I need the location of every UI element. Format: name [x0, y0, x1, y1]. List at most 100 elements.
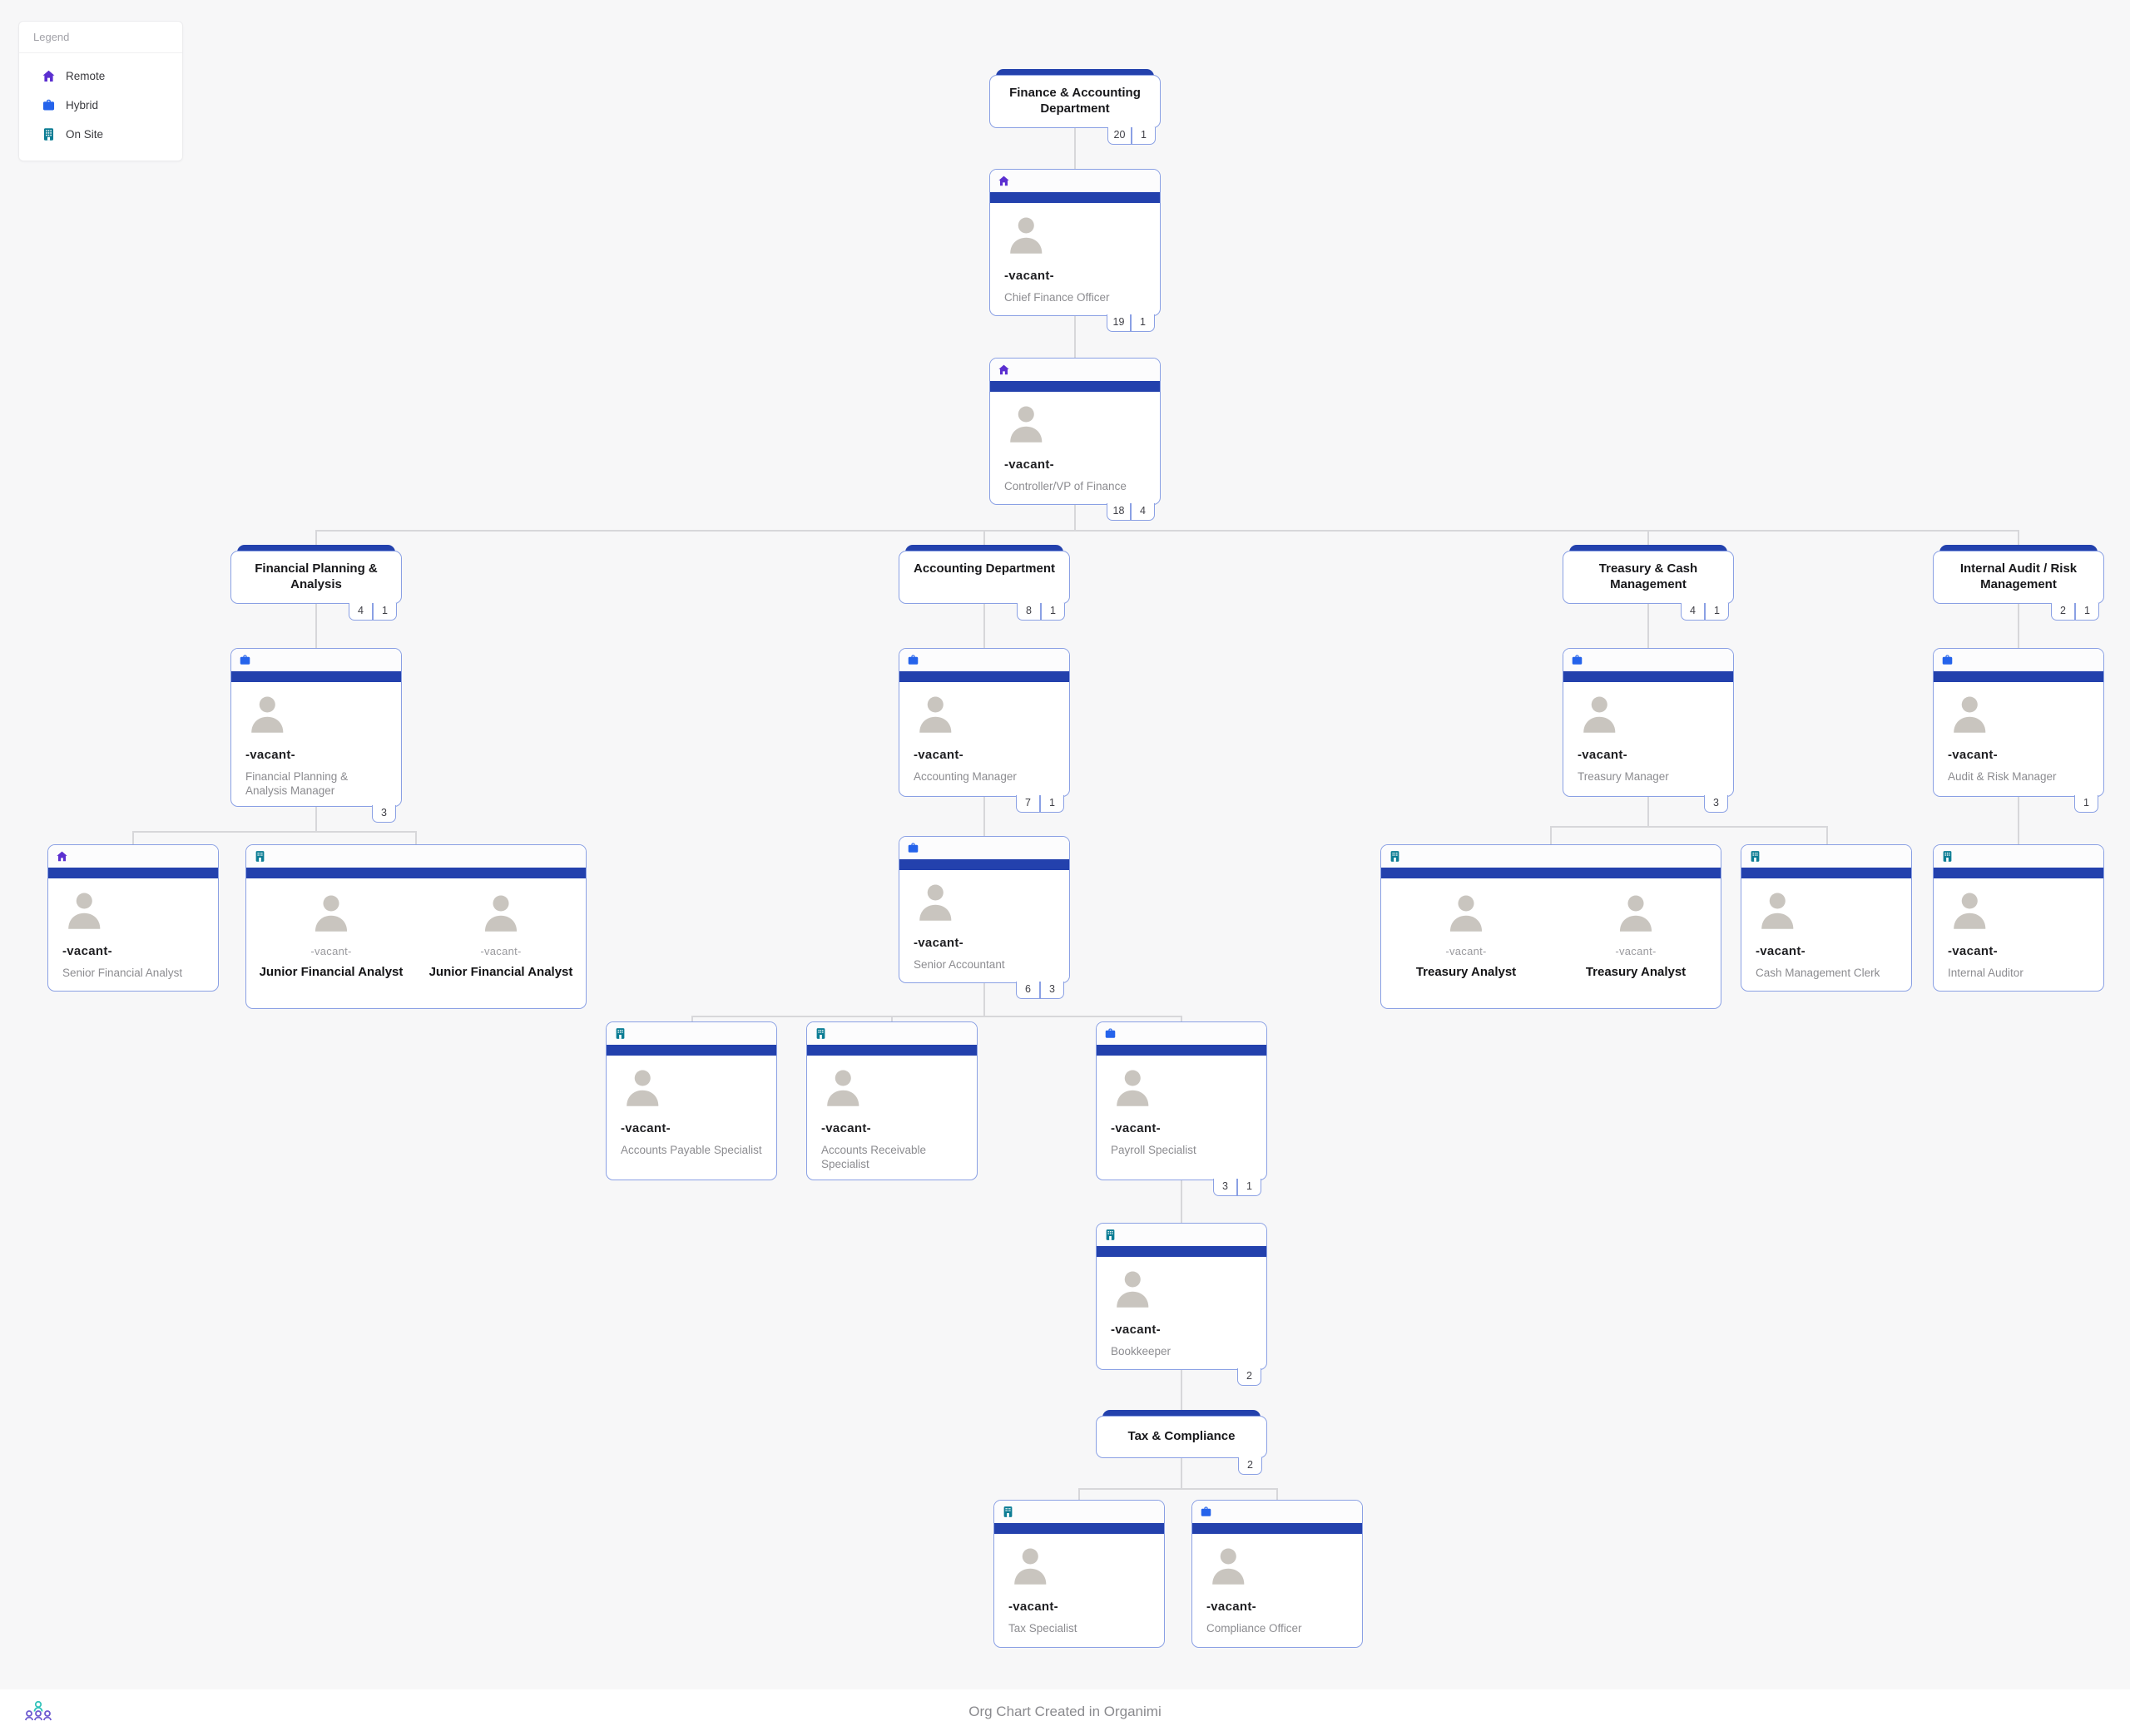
building-icon: [616, 1028, 625, 1039]
avatar: [1008, 1546, 1150, 1589]
connector: [316, 530, 2019, 532]
person-card-bookkeeper[interactable]: -vacant- Bookkeeper 2: [1096, 1223, 1267, 1386]
count-left: 3: [372, 805, 396, 823]
dept-node-tax-compliance[interactable]: Tax & Compliance 2: [1096, 1410, 1267, 1475]
person-card-chief-finance-officer[interactable]: -vacant- Chief Finance Officer 19 1: [989, 169, 1161, 332]
person-card-cash-management-clerk[interactable]: -vacant- Cash Management Clerk: [1741, 844, 1912, 992]
dept-node-finance-accounting[interactable]: Finance & Accounting Department 20 1: [989, 69, 1161, 145]
person-card-junior-financial-analysts[interactable]: -vacant- Junior Financial Analyst -vacan…: [245, 844, 587, 1009]
connector: [315, 530, 317, 545]
count-right: 1: [2075, 603, 2099, 621]
connector: [1276, 1488, 1278, 1501]
work-mode-strip: [1097, 1224, 1266, 1246]
person-card-controller-vp-finance[interactable]: -vacant- Controller/VP of Finance 18 4: [989, 358, 1161, 521]
count-left: 2: [1237, 1368, 1261, 1386]
person-card-accounts-payable-specialist[interactable]: -vacant- Accounts Payable Specialist: [606, 1021, 777, 1180]
dept-title: Tax & Compliance: [1096, 1416, 1267, 1458]
card-accent-bar: [899, 859, 1069, 870]
briefcase-icon: [42, 99, 55, 111]
avatar: [1381, 893, 1551, 936]
count-left: 4: [349, 603, 373, 621]
report-counts: 8 1: [1017, 603, 1065, 621]
person-name: -vacant-: [1578, 748, 1627, 762]
work-mode-strip: [246, 845, 586, 868]
person-card-treasury-manager[interactable]: -vacant- Treasury Manager 3: [1563, 648, 1734, 813]
report-counts: 2: [1237, 1368, 1261, 1386]
person-name: -vacant-: [914, 936, 963, 950]
person-name: -vacant-: [821, 1121, 871, 1135]
person-card-internal-auditor[interactable]: -vacant- Internal Auditor: [1933, 844, 2104, 992]
legend-item-hybrid: Hybrid: [19, 91, 182, 120]
work-mode-strip: [990, 170, 1160, 192]
footer-bar: Org Chart Created in Organimi: [0, 1689, 2130, 1736]
work-mode-strip: [994, 1501, 1164, 1523]
building-icon: [43, 128, 54, 141]
work-mode-strip: [231, 649, 401, 671]
connector: [691, 1016, 693, 1022]
card-accent-bar: [1192, 1523, 1362, 1534]
connector: [1078, 1488, 1080, 1501]
avatar: [245, 694, 387, 737]
person-card-compliance-officer[interactable]: -vacant- Compliance Officer: [1191, 1500, 1363, 1648]
connector: [1078, 1488, 1278, 1490]
work-mode-strip: [990, 359, 1160, 381]
connector: [1181, 1180, 1182, 1224]
organimi-logo-icon: [23, 1700, 53, 1728]
person-name: -vacant-: [245, 748, 295, 762]
report-counts: 6 3: [1016, 982, 1064, 999]
work-mode-strip: [899, 649, 1069, 671]
count-left: 18: [1107, 503, 1131, 521]
report-counts: 20 1: [1107, 127, 1156, 145]
connector: [2018, 797, 2019, 845]
legend-item-label: Hybrid: [66, 99, 99, 111]
briefcase-icon: [1201, 1506, 1211, 1516]
person-title: Accounts Receivable Specialist: [821, 1144, 927, 1171]
avatar: [1206, 1546, 1348, 1589]
dept-node-internal-audit-risk[interactable]: Internal Audit / Risk Management 2 1: [1933, 545, 2104, 621]
home-icon: [998, 176, 1009, 186]
dept-node-accounting[interactable]: Accounting Department 8 1: [899, 545, 1070, 621]
building-icon: [255, 851, 265, 862]
avatar: [914, 694, 1055, 737]
connector: [983, 983, 985, 1017]
member: -vacant- Junior Financial Analyst: [416, 893, 586, 979]
work-mode-strip: [807, 1022, 977, 1045]
person-title: Junior Financial Analyst: [428, 965, 573, 979]
report-counts: 19 1: [1107, 314, 1155, 332]
home-icon: [42, 70, 55, 82]
person-title: Accounting Manager: [914, 770, 1017, 783]
person-card-treasury-analysts[interactable]: -vacant- Treasury Analyst -vacant- Treas…: [1380, 844, 1721, 1009]
person-card-fpa-manager[interactable]: -vacant- Financial Planning & Analysis M…: [230, 648, 402, 823]
connector: [691, 1016, 1182, 1017]
person-name: -vacant-: [914, 748, 963, 762]
count-right: 1: [373, 603, 397, 621]
person-name: -vacant-: [1111, 1121, 1161, 1135]
work-mode-strip: [899, 837, 1069, 859]
avatar: [1111, 1067, 1252, 1110]
person-card-accounting-manager[interactable]: -vacant- Accounting Manager 7 1: [899, 648, 1070, 813]
card-accent-bar: [807, 1045, 977, 1056]
work-mode-strip: [1741, 845, 1911, 868]
person-card-audit-risk-manager[interactable]: -vacant- Audit & Risk Manager 1: [1933, 648, 2104, 813]
person-card-payroll-specialist[interactable]: -vacant- Payroll Specialist 3 1: [1096, 1021, 1267, 1196]
person-card-accounts-receivable-specialist[interactable]: -vacant- Accounts Receivable Specialist: [806, 1021, 978, 1180]
home-icon: [57, 851, 67, 862]
person-name: -vacant-: [1008, 1600, 1058, 1614]
dept-node-financial-planning-analysis[interactable]: Financial Planning & Analysis 4 1: [230, 545, 402, 621]
connector: [983, 604, 985, 648]
person-title: Tax Specialist: [1008, 1622, 1077, 1635]
person-card-senior-accountant[interactable]: -vacant- Senior Accountant 6 3: [899, 836, 1070, 999]
work-mode-strip: [48, 845, 218, 868]
briefcase-icon: [908, 843, 919, 853]
person-card-senior-financial-analyst[interactable]: -vacant- Senior Financial Analyst: [47, 844, 219, 992]
avatar: [1948, 694, 2089, 737]
connector: [1074, 128, 1076, 169]
report-counts: 4 1: [349, 603, 397, 621]
dept-node-treasury-cash-management[interactable]: Treasury & Cash Management 4 1: [1563, 545, 1734, 621]
count-left: 2: [1238, 1457, 1262, 1475]
legend-item-remote: Remote: [19, 62, 182, 91]
count-right: 1: [1237, 1179, 1261, 1196]
connector: [983, 797, 985, 837]
report-counts: 3 1: [1213, 1179, 1261, 1196]
person-card-tax-specialist[interactable]: -vacant- Tax Specialist: [993, 1500, 1165, 1648]
